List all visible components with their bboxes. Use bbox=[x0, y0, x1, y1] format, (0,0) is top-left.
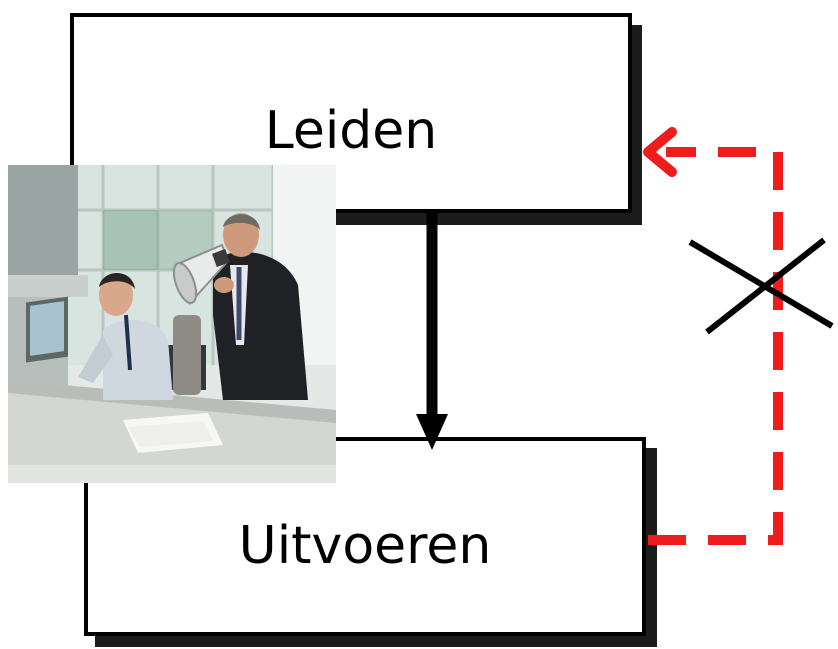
feedback-arrow bbox=[643, 127, 783, 545]
down-arrow bbox=[416, 213, 448, 450]
manager-megaphone-photo bbox=[8, 165, 336, 483]
leiden-label: Leiden bbox=[264, 101, 438, 161]
feedback-arrow-path bbox=[648, 147, 783, 545]
blocked-x-icon bbox=[688, 237, 834, 335]
feedback-arrow-head bbox=[643, 127, 677, 177]
down-arrow-head bbox=[416, 414, 448, 450]
uitvoeren-label: Uitvoeren bbox=[238, 516, 492, 576]
